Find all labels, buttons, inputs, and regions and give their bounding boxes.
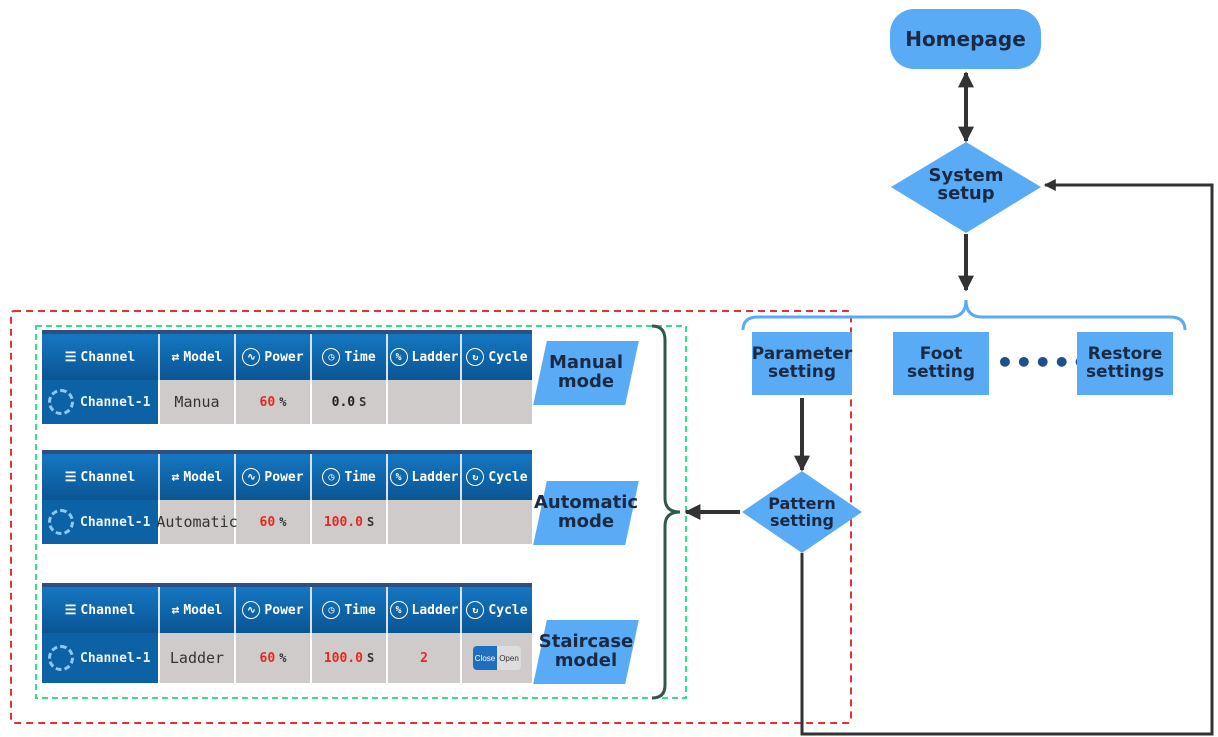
header-cycle[interactable]: ↻Cycle	[462, 454, 532, 500]
staircase-model-panel: ☰Channel ⇄Model ∿Power ◷Time %Ladder ↻Cy…	[42, 583, 532, 683]
ladder-icon: %	[389, 348, 408, 366]
power-wave-icon: ∿	[242, 468, 261, 486]
cycle-cell	[462, 380, 532, 424]
panel-header: ☰Channel ⇄Model ∿Power ◷Time %Ladder ↻Cy…	[42, 583, 532, 633]
header-time[interactable]: ◷Time	[312, 587, 388, 633]
header-model[interactable]: ⇄Model	[160, 587, 236, 633]
manual-mode-panel: ☰Channel ⇄Model ∿Power ◷Time %Ladder ↻Cy…	[42, 330, 532, 424]
cycle-icon: ↻	[466, 348, 485, 366]
power-cell: 60%	[236, 380, 312, 424]
ladder-icon: %	[389, 601, 408, 619]
power-cell: 60%	[236, 633, 312, 683]
panel-header: ☰Channel ⇄Model ∿Power ◷Time %Ladder ↻Cy…	[42, 330, 532, 380]
repeat-icon: ⇄	[171, 602, 180, 618]
system-setup-diamond	[891, 142, 1041, 233]
repeat-icon: ⇄	[171, 469, 180, 485]
cycle-icon: ↻	[466, 601, 485, 619]
ellipsis-dots: ••••••	[996, 346, 1110, 379]
header-channel[interactable]: ☰Channel	[42, 334, 160, 380]
header-power[interactable]: ∿Power	[236, 587, 312, 633]
model-cell: Automatic	[156, 500, 238, 544]
list-icon: ☰	[64, 349, 77, 365]
header-ladder[interactable]: %Ladder	[388, 454, 462, 500]
header-cycle[interactable]: ↻Cycle	[462, 587, 532, 633]
pattern-setting-diamond	[742, 471, 862, 553]
repeat-icon: ⇄	[171, 349, 180, 365]
system-setup-label: System setup	[928, 165, 1004, 204]
modes-brace	[651, 324, 681, 700]
header-channel[interactable]: ☰Channel	[42, 454, 160, 500]
channel-cell[interactable]: Channel-1	[42, 633, 160, 683]
ladder-cell	[388, 380, 462, 424]
gear-icon	[48, 645, 74, 671]
power-cell: 60%	[236, 500, 312, 544]
clock-icon: ◷	[322, 468, 341, 486]
return-loop	[800, 179, 1214, 736]
power-wave-icon: ∿	[242, 601, 261, 619]
channel-cell[interactable]: Channel-1	[42, 380, 160, 424]
pattern-setting-label: Pattern setting	[768, 494, 836, 530]
channel-cell[interactable]: Channel-1	[42, 500, 160, 544]
model-cell: Manua	[160, 380, 236, 424]
panel-header: ☰Channel ⇄Model ∿Power ◷Time %Ladder ↻Cy…	[42, 450, 532, 500]
header-model[interactable]: ⇄Model	[160, 454, 236, 500]
gear-icon	[48, 389, 74, 415]
close-open-toggle[interactable]: Close Open	[473, 646, 521, 670]
model-cell: Ladder	[160, 633, 236, 683]
list-icon: ☰	[64, 602, 77, 618]
header-model[interactable]: ⇄Model	[160, 334, 236, 380]
header-time[interactable]: ◷Time	[312, 334, 388, 380]
power-wave-icon: ∿	[242, 348, 261, 366]
header-cycle[interactable]: ↻Cycle	[462, 334, 532, 380]
header-ladder[interactable]: %Ladder	[388, 587, 462, 633]
clock-icon: ◷	[322, 348, 341, 366]
header-power[interactable]: ∿Power	[236, 454, 312, 500]
submenu-brace	[741, 299, 1187, 331]
cycle-cell: Close Open	[462, 633, 532, 683]
cycle-cell	[462, 500, 532, 544]
homepage-node: Homepage	[890, 9, 1041, 69]
ladder-cell: 2	[388, 633, 462, 683]
gear-icon	[48, 509, 74, 535]
automatic-mode-panel: ☰Channel ⇄Model ∿Power ◷Time %Ladder ↻Cy…	[42, 450, 532, 544]
header-time[interactable]: ◷Time	[312, 454, 388, 500]
clock-icon: ◷	[322, 601, 341, 619]
toggle-open[interactable]: Open	[497, 646, 521, 670]
header-channel[interactable]: ☰Channel	[42, 587, 160, 633]
cycle-icon: ↻	[466, 468, 485, 486]
header-ladder[interactable]: %Ladder	[388, 334, 462, 380]
header-power[interactable]: ∿Power	[236, 334, 312, 380]
list-icon: ☰	[64, 469, 77, 485]
ladder-icon: %	[389, 468, 408, 486]
toggle-close[interactable]: Close	[473, 646, 497, 670]
ladder-cell	[388, 500, 462, 544]
